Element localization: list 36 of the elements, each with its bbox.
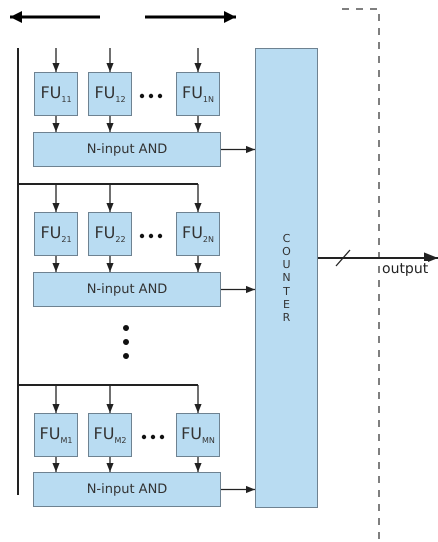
function-unit-box: FU$_{12}$ <box>88 72 132 116</box>
arrow <box>194 184 202 212</box>
arrow <box>52 184 60 212</box>
function-unit-box: FU$_{22}$ <box>88 212 132 256</box>
and-gate-box: N-input AND <box>33 132 221 167</box>
arrow <box>221 486 255 494</box>
arrow <box>194 256 202 272</box>
arrow <box>194 48 202 72</box>
arrow <box>318 252 438 264</box>
arrow <box>52 48 60 72</box>
function-unit-box: FU$_{M2}$ <box>88 413 132 457</box>
and-gate-box: N-input AND <box>33 272 221 307</box>
counter-box: COUNTER <box>255 48 318 508</box>
arrow <box>106 184 114 212</box>
edge-label: output <box>382 261 428 277</box>
arrow <box>52 256 60 272</box>
arrow <box>52 116 60 132</box>
function-unit-box: FU$_{11}$ <box>34 72 78 116</box>
function-unit-box: FU$_{2N}$ <box>176 212 220 256</box>
arrow <box>221 286 255 294</box>
arrow <box>52 457 60 472</box>
function-unit-box: FU$_{M1}$ <box>34 413 78 457</box>
arrow <box>194 116 202 132</box>
arrow <box>106 116 114 132</box>
function-unit-box: FU$_{MN}$ <box>176 413 220 457</box>
function-unit-box: FU$_{1N}$ <box>176 72 220 116</box>
arrow <box>106 385 114 413</box>
arrow <box>106 457 114 472</box>
arrow <box>194 385 202 413</box>
arrow <box>221 146 255 154</box>
arrow <box>106 48 114 72</box>
arrow <box>194 457 202 472</box>
and-gate-box: N-input AND <box>33 472 221 507</box>
function-unit-box: FU$_{21}$ <box>34 212 78 256</box>
arrow <box>106 256 114 272</box>
arrow <box>52 385 60 413</box>
